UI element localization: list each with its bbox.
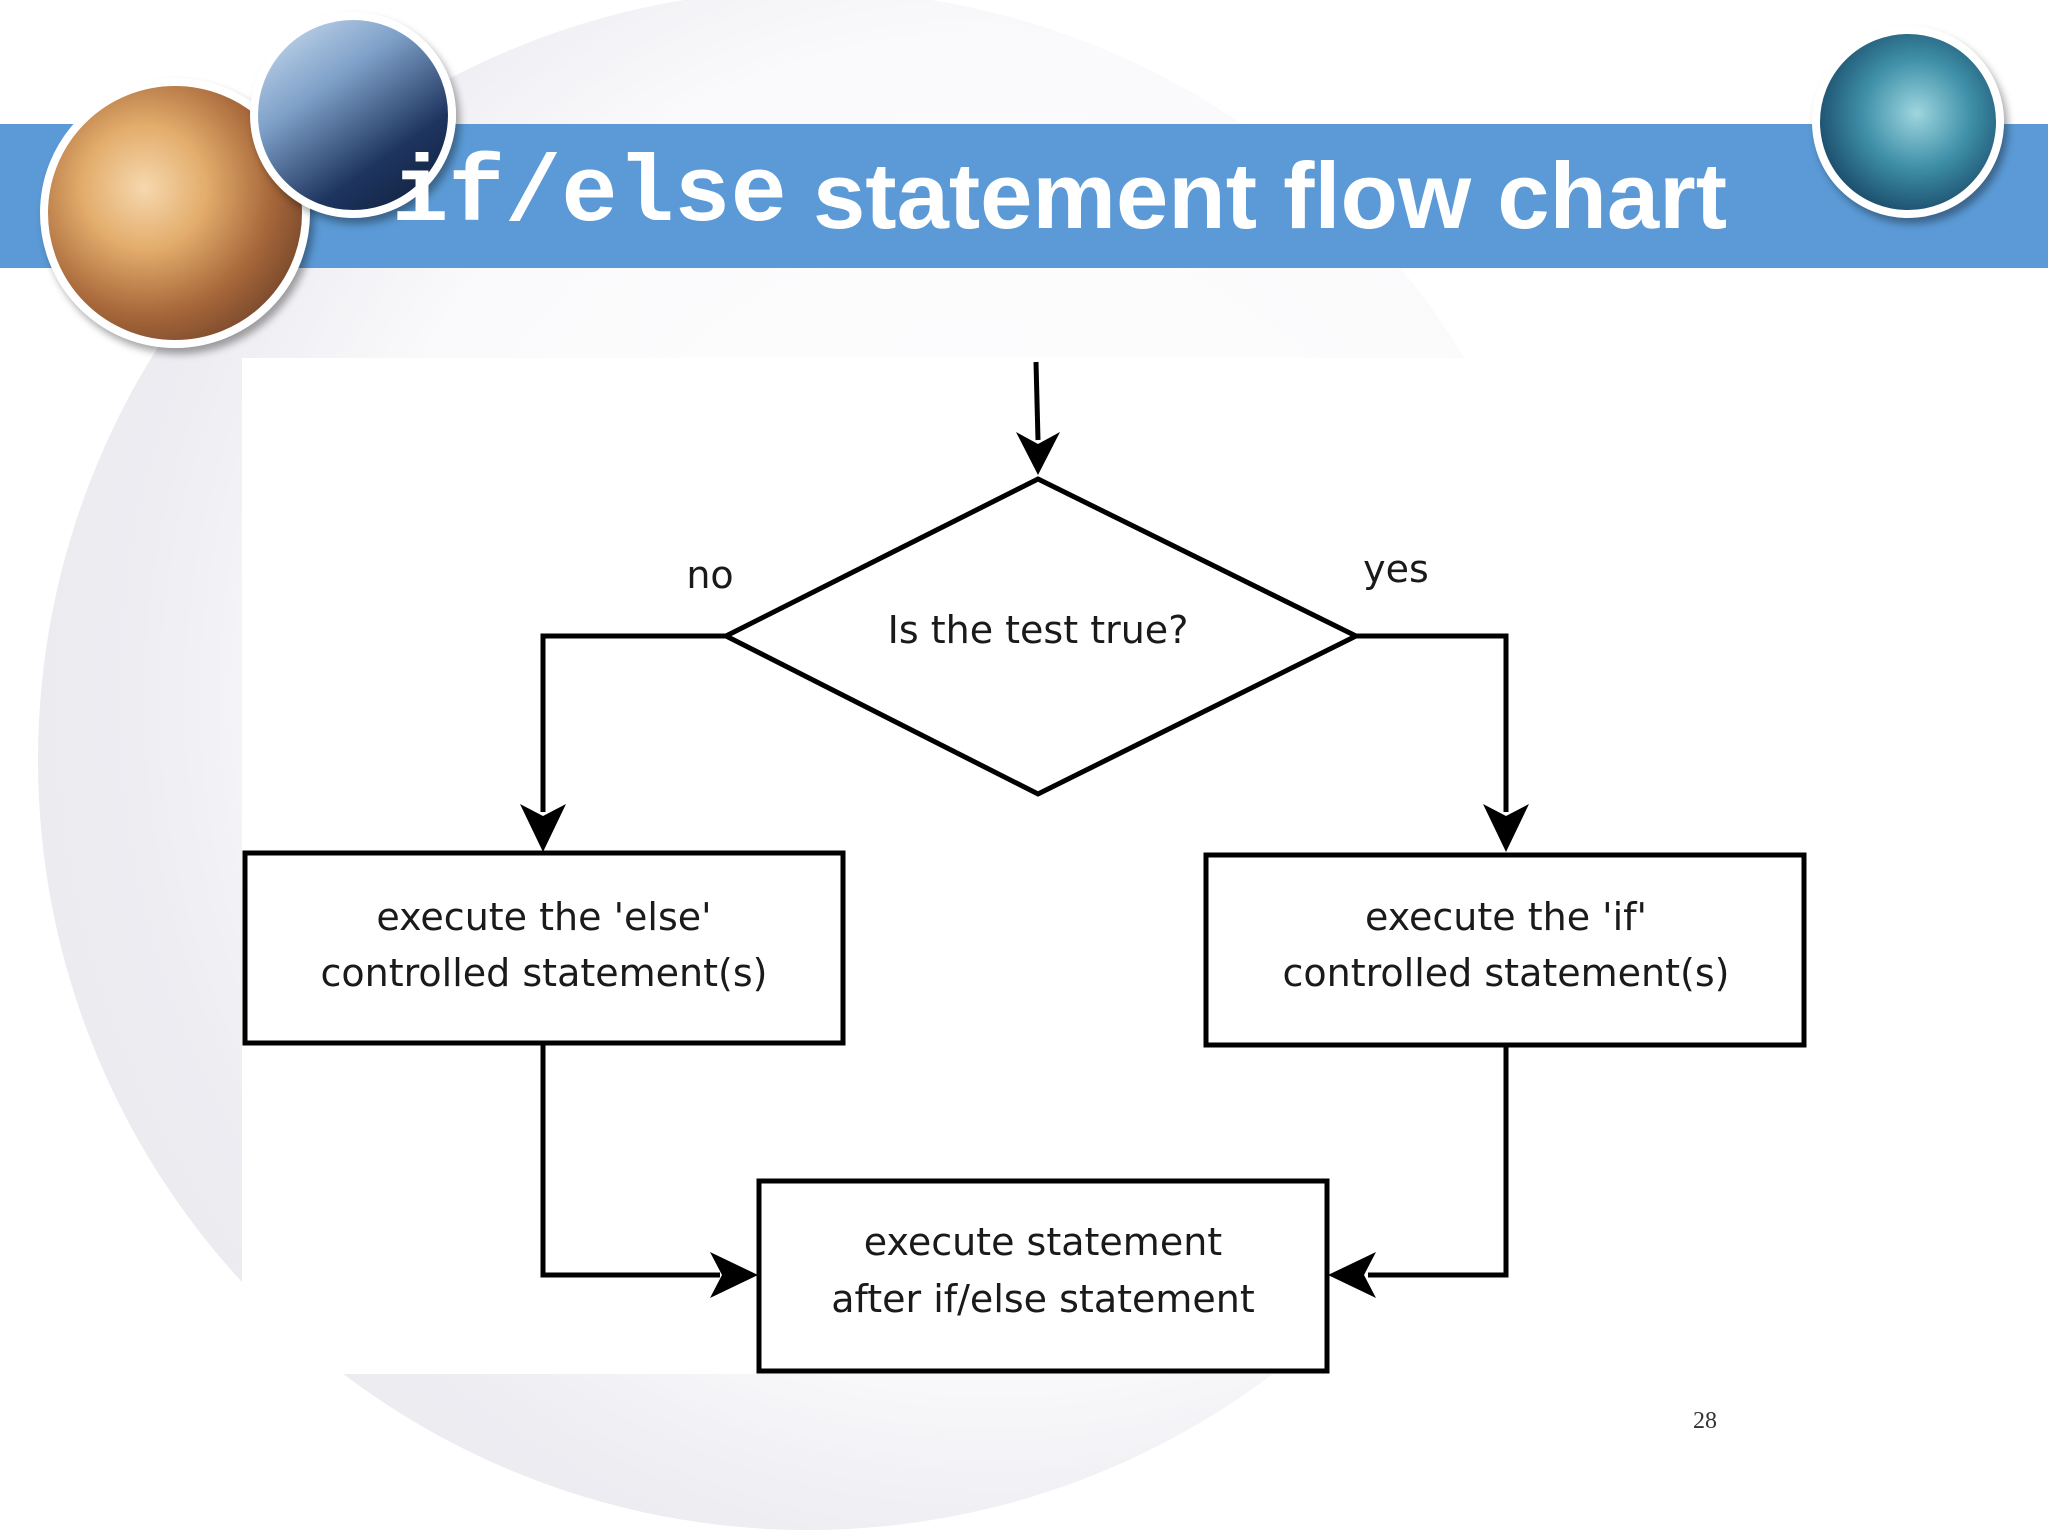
slide-title-code: if/else xyxy=(392,143,787,249)
handshake-photo xyxy=(250,12,456,218)
else-box-line1: execute the 'else' xyxy=(376,895,711,939)
after-box-line2: after if/else statement xyxy=(831,1277,1255,1321)
after-box-line1: execute statement xyxy=(864,1220,1222,1264)
slide-title: if/else statement flow chart xyxy=(392,124,1727,268)
else-to-after-arrow xyxy=(540,1043,758,1298)
slide-title-text: statement flow chart xyxy=(786,143,1728,248)
if-box-line1: execute the 'if' xyxy=(1365,895,1647,939)
page-number: 28 xyxy=(1693,1408,1717,1434)
if-box xyxy=(1203,852,1807,1048)
if-to-after-arrow xyxy=(1328,1045,1509,1298)
yes-branch-arrow xyxy=(1356,633,1529,852)
else-box xyxy=(242,850,846,1046)
decision-diamond xyxy=(720,476,1362,797)
decision-text: Is the test true? xyxy=(888,608,1189,652)
entry-arrow xyxy=(1016,361,1060,475)
meeting-photo xyxy=(1812,26,2004,218)
after-box xyxy=(756,1178,1330,1374)
else-box-line2: controlled statement(s) xyxy=(321,951,768,995)
if-box-line2: controlled statement(s) xyxy=(1283,951,1730,995)
yes-label: yes xyxy=(1363,547,1429,591)
no-branch-arrow xyxy=(520,633,726,852)
no-label: no xyxy=(686,553,733,597)
